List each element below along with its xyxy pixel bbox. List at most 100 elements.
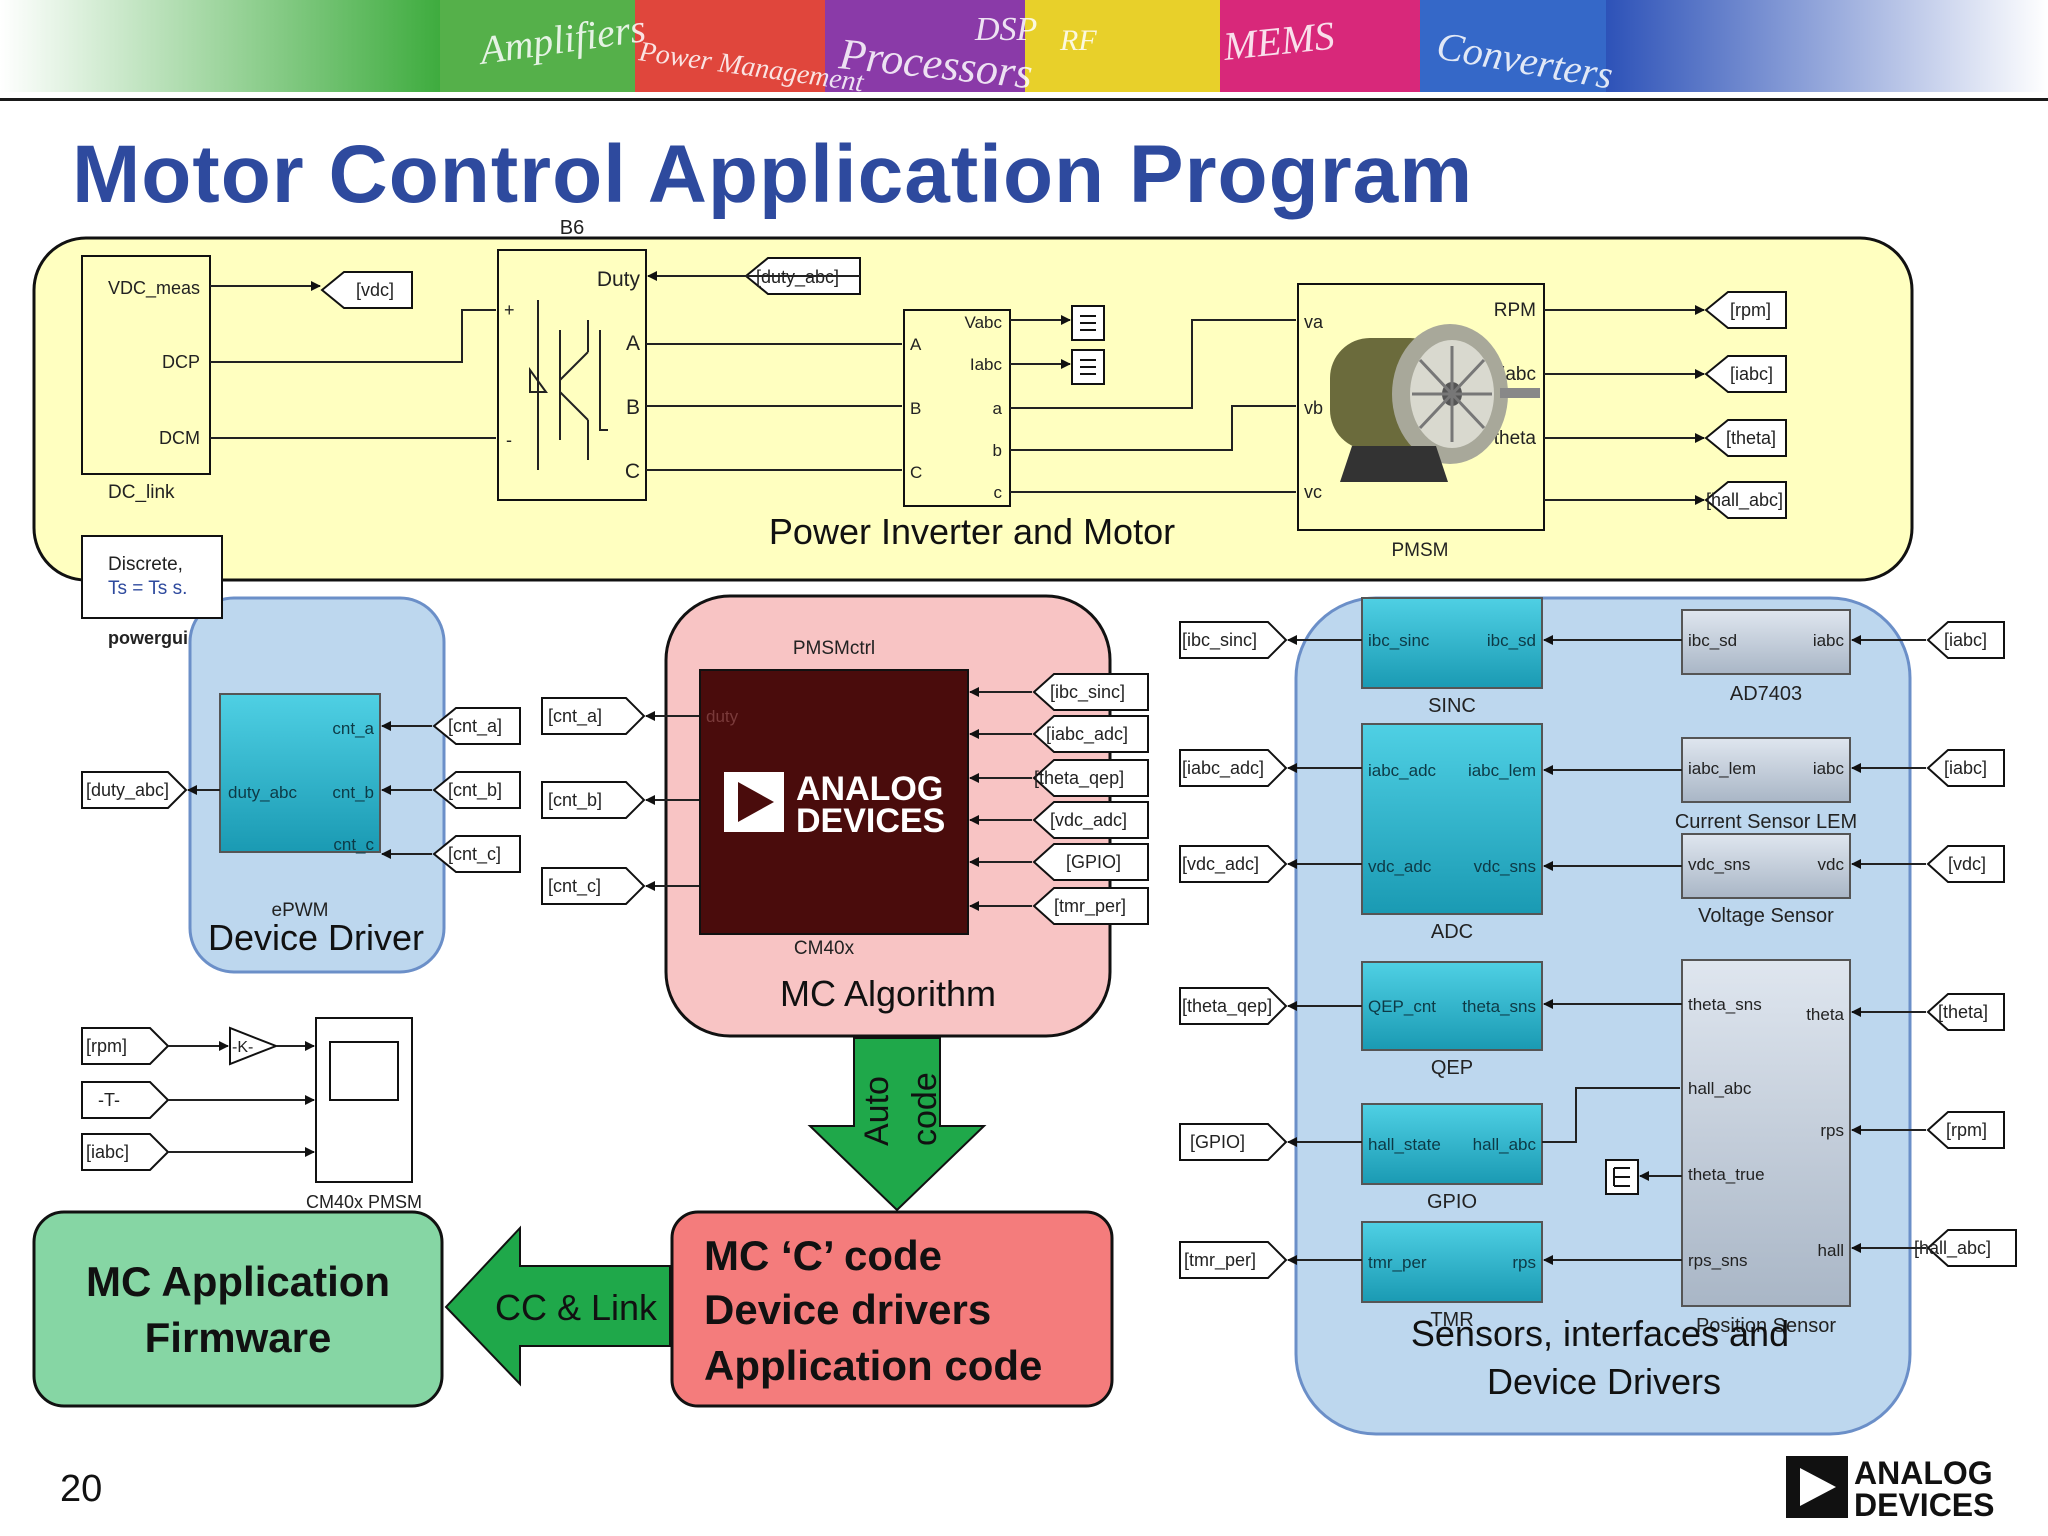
- svg-text:duty: duty: [706, 707, 739, 726]
- qep-block: QEP_cnt theta_sns QEP: [1361, 961, 1543, 1079]
- tag-theta-out: [theta]: [1704, 419, 1787, 457]
- svg-text:QEP: QEP: [1431, 1057, 1473, 1079]
- svg-text:c: c: [994, 483, 1003, 502]
- sensor-region-label-2: Device Drivers: [1487, 1361, 1721, 1402]
- svg-text:Discrete,: Discrete,: [108, 554, 183, 575]
- svg-text:[theta_qep]: [theta_qep]: [1034, 768, 1124, 789]
- svg-text:B: B: [910, 399, 921, 418]
- banner-word-dsp: DSP: [974, 11, 1037, 48]
- svg-text:PMSMctrl: PMSMctrl: [793, 638, 875, 659]
- ad7403-block: ibc_sd iabc AD7403: [1681, 609, 1851, 705]
- svg-text:[GPIO]: [GPIO]: [1190, 1132, 1245, 1152]
- svg-text:[hall_abc]: [hall_abc]: [1706, 490, 1783, 511]
- svg-text:[vdc_adc]: [vdc_adc]: [1050, 810, 1127, 831]
- epwm-block: cnt_a cnt_b cnt_c duty_abc ePWM: [219, 693, 381, 921]
- auto-code-arrow: [807, 1037, 987, 1212]
- banner-word-rf: RF: [1059, 24, 1097, 57]
- pmsm-motor-block: va vb vc RPM iabc theta PMSM: [1297, 283, 1545, 561]
- scope-input-tags: [rpm] -T- [iabc]: [81, 1027, 170, 1171]
- svg-text:Vabc: Vabc: [965, 313, 1003, 332]
- svg-text:[vdc]: [vdc]: [1948, 854, 1986, 874]
- svg-text:iabc_lem: iabc_lem: [1688, 759, 1756, 778]
- svg-text:ibc_sd: ibc_sd: [1487, 631, 1536, 650]
- firmware-box: [32, 1210, 444, 1408]
- svg-text:[theta]: [theta]: [1938, 1002, 1988, 1022]
- voltage-sensor-block: vdc_sns vdc Voltage Sensor: [1681, 833, 1851, 927]
- svg-text:ANALOG: ANALOG: [1854, 1455, 1993, 1491]
- powergui-block: Discrete, Ts = Ts s. powergui: [81, 535, 223, 648]
- gpio-block: hall_state hall_abc GPIO: [1361, 1103, 1543, 1213]
- svg-text:RPM: RPM: [1494, 300, 1536, 321]
- svg-text:[cnt_b]: [cnt_b]: [548, 790, 602, 811]
- svg-text:ibc_sd: ibc_sd: [1688, 631, 1737, 650]
- svg-text:PMSM: PMSM: [1392, 540, 1449, 561]
- svg-text:VDC_meas: VDC_meas: [108, 278, 200, 299]
- svg-text:[iabc_adc]: [iabc_adc]: [1182, 758, 1264, 779]
- svg-text:[rpm]: [rpm]: [1730, 300, 1771, 320]
- svg-text:cnt_c: cnt_c: [333, 835, 374, 854]
- code-line-3: Application code: [704, 1342, 1042, 1389]
- svg-text:ePWM: ePWM: [272, 900, 329, 921]
- svg-text:[iabc]: [iabc]: [1944, 758, 1987, 778]
- scope-block: CM40x PMSM: [306, 1017, 422, 1212]
- sensor-output-tags: [ibc_sinc] [iabc_adc] [vdc_adc] [theta_q…: [1179, 621, 1288, 1279]
- svg-text:cnt_b: cnt_b: [332, 783, 374, 802]
- firmware-line-1: MC Application: [86, 1258, 390, 1305]
- lem-block: iabc_lem iabc Current Sensor LEM: [1675, 737, 1857, 833]
- svg-text:CM40x: CM40x: [794, 938, 855, 959]
- svg-text:Iabc: Iabc: [970, 355, 1003, 374]
- tag-iabc-out: [iabc]: [1704, 355, 1787, 393]
- svg-text:B: B: [626, 396, 640, 419]
- svg-text:a: a: [993, 399, 1003, 418]
- svg-text:hall_abc: hall_abc: [1473, 1135, 1537, 1154]
- svg-text:DEVICES: DEVICES: [796, 802, 945, 840]
- auto-code-text-2: code: [906, 1072, 944, 1146]
- svg-text:DC_link: DC_link: [108, 482, 175, 503]
- sinc-block: ibc_sinc ibc_sd SINC: [1361, 597, 1543, 717]
- cc-link-text: CC & Link: [495, 1287, 658, 1328]
- svg-text:DEVICES: DEVICES: [1854, 1487, 1994, 1522]
- sensor-region-label-1: Sensors, interfaces and: [1411, 1313, 1789, 1354]
- adc-block: iabc_adc iabc_lem vdc_adc vdc_sns ADC: [1361, 723, 1543, 943]
- b6-bridge-block: B6 Duty A B C + -: [497, 217, 647, 501]
- svg-text:AD7403: AD7403: [1730, 683, 1802, 705]
- svg-text:[duty_abc]: [duty_abc]: [86, 780, 169, 801]
- svg-text:[rpm]: [rpm]: [1946, 1120, 1987, 1140]
- svg-text:vc: vc: [1304, 482, 1322, 502]
- dc-link-block: VDC_meas DCP DCM DC_link: [81, 255, 211, 503]
- svg-text:TMR: TMR: [1430, 1309, 1473, 1331]
- svg-text:ANALOG: ANALOG: [796, 770, 943, 808]
- inverter-region-label: Power Inverter and Motor: [769, 511, 1175, 552]
- header-rule: [0, 98, 2048, 101]
- cm40x-block: PMSMctrl duty ANALOG DEVICES CM40x: [699, 638, 969, 959]
- svg-text:[theta_qep]: [theta_qep]: [1182, 996, 1272, 1017]
- svg-text:[cnt_c]: [cnt_c]: [548, 876, 601, 897]
- tag-cntb-in: [cnt_b]: [432, 771, 521, 809]
- svg-text:iabc: iabc: [1813, 759, 1845, 778]
- svg-text:rps: rps: [1512, 1253, 1536, 1272]
- svg-text:A: A: [910, 335, 922, 354]
- svg-text:vdc_adc: vdc_adc: [1368, 857, 1432, 876]
- svg-text:[GPIO]: [GPIO]: [1066, 852, 1121, 872]
- svg-text:vdc_sns: vdc_sns: [1688, 855, 1750, 874]
- tag-cnta-in: [cnt_a]: [432, 707, 521, 745]
- analog-devices-logo: ANALOG DEVICES: [1786, 1455, 1994, 1522]
- svg-text:theta_sns: theta_sns: [1462, 997, 1536, 1016]
- svg-text:Current Sensor LEM: Current Sensor LEM: [1675, 811, 1857, 833]
- motor-picture: [1330, 324, 1540, 482]
- svg-text:[iabc]: [iabc]: [1730, 364, 1773, 384]
- position-sensor-block: theta_sns hall_abc theta_true rps_sns th…: [1681, 959, 1851, 1337]
- svg-text:powergui: powergui: [108, 628, 188, 648]
- svg-text:[vdc_adc]: [vdc_adc]: [1182, 854, 1259, 875]
- svg-text:hall_state: hall_state: [1368, 1135, 1441, 1154]
- svg-text:iabc: iabc: [1813, 631, 1845, 650]
- tag-cnta-out: [cnt_a]: [541, 697, 646, 735]
- svg-text:C: C: [910, 463, 922, 482]
- svg-text:[iabc_adc]: [iabc_adc]: [1046, 724, 1128, 745]
- tag-rpm-out: [rpm]: [1704, 291, 1787, 329]
- header-banner: Amplifiers Power Management Processors D…: [0, 0, 2048, 92]
- svg-text:[tmr_per]: [tmr_per]: [1184, 1250, 1256, 1271]
- tag-vdc-out: [vdc]: [320, 271, 413, 309]
- svg-text:vdc_sns: vdc_sns: [1474, 857, 1536, 876]
